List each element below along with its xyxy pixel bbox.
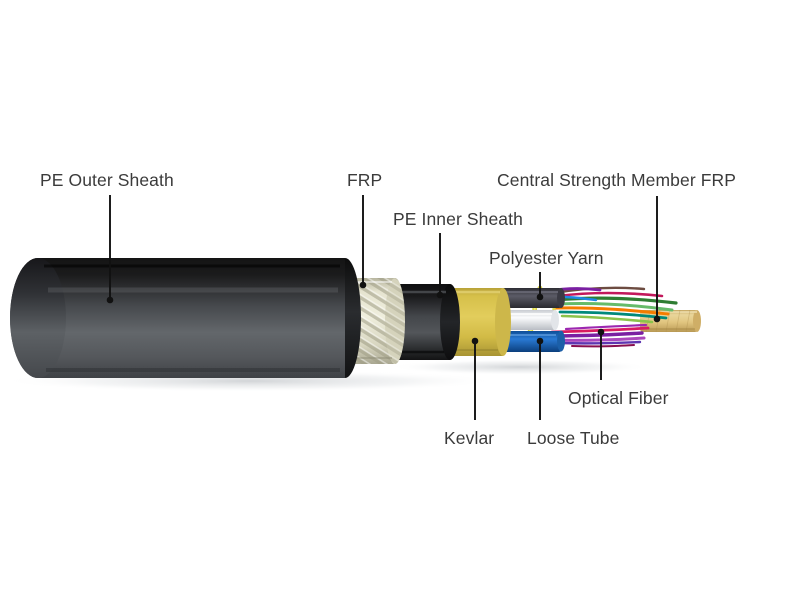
callout-leaders	[106, 195, 661, 420]
leader-frp	[359, 195, 367, 289]
leader-pe-inner-sheath	[436, 233, 444, 299]
label-loose-tube: Loose Tube	[527, 428, 620, 448]
loose-tube-dark	[500, 288, 565, 308]
cable-shadow-right	[390, 359, 650, 375]
leader-central-strength-member-frp	[653, 196, 661, 323]
label-optical-fiber: Optical Fiber	[568, 388, 669, 408]
leader-polyester-yarn	[536, 272, 544, 301]
label-frp: FRP	[347, 170, 383, 190]
label-kevlar: Kevlar	[444, 428, 495, 448]
label-central-strength-member-frp: Central Strength Member FRP	[497, 170, 737, 190]
leader-pe-outer-sheath	[106, 195, 114, 304]
leader-kevlar	[471, 337, 479, 420]
optical-fiber-bundle	[538, 286, 678, 348]
pe-outer-sheath-layer	[10, 258, 361, 378]
label-polyester-yarn: Polyester Yarn	[489, 248, 604, 268]
leader-loose-tube	[536, 337, 544, 420]
leader-optical-fiber	[597, 328, 605, 380]
label-pe-outer-sheath: PE Outer Sheath	[40, 170, 174, 190]
loose-tube-blue	[500, 330, 565, 352]
label-pe-inner-sheath: PE Inner Sheath	[393, 209, 523, 229]
